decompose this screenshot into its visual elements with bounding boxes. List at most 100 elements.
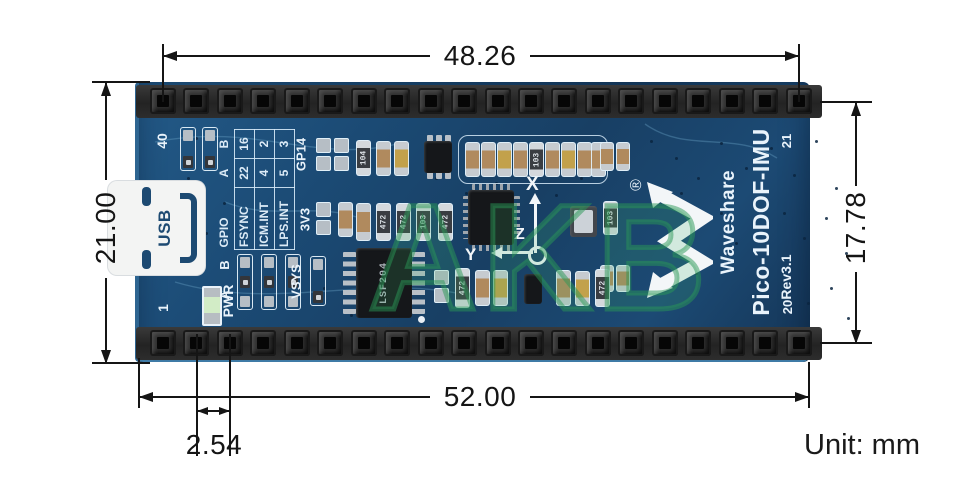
header-pin: [417, 330, 444, 356]
smd-resistor: 472: [595, 269, 610, 307]
extension-line: [798, 44, 800, 102]
header-pin: [718, 88, 745, 114]
revision-label: Rev3.1: [778, 254, 794, 300]
dim-arrow: [139, 392, 153, 402]
ic-pin: [445, 172, 451, 179]
header-pin: [551, 330, 578, 356]
header-pin: [584, 88, 611, 114]
via-dot: [465, 192, 468, 195]
via-dot: [830, 287, 833, 290]
smd-capacitor: [513, 142, 528, 177]
smd-pad: [316, 202, 331, 217]
via-dot: [350, 314, 353, 317]
via-dot: [650, 140, 653, 143]
gp14-label: GP14: [293, 137, 309, 172]
via-dot: [680, 192, 683, 195]
axis-y-label: Y: [465, 245, 477, 264]
table-cell: FSYNC: [234, 187, 255, 250]
power-led: [202, 286, 222, 326]
header-pin: [651, 330, 678, 356]
dim-line: [105, 82, 107, 180]
table-cell: 3: [274, 129, 295, 159]
axis-x-label: X: [526, 174, 539, 195]
smd-capacitor: [561, 142, 576, 177]
qfn-pins-right: [514, 196, 520, 239]
header-pin: [517, 88, 544, 114]
smd-resistor: 103: [603, 201, 618, 235]
usb-label: USB: [155, 209, 174, 247]
smd-pad: [434, 270, 449, 285]
smd-pad: [334, 156, 349, 171]
via-dot: [187, 177, 190, 180]
smd-resistor: 472: [396, 203, 411, 241]
dim-line: [139, 396, 430, 398]
ic-pin: [427, 135, 433, 142]
header-pin: [685, 330, 712, 356]
soic-pins-left: [343, 252, 356, 314]
smd-capacitor: [394, 141, 409, 176]
axis-y-arrowhead: [491, 247, 502, 259]
via-dot: [745, 167, 748, 170]
table-header-gpio: GPIO: [217, 217, 232, 248]
via-dot: [825, 217, 828, 220]
3v3-label: 3V3: [297, 207, 313, 232]
pin21-label: 21: [778, 133, 794, 149]
header-pin: [283, 88, 310, 114]
header-pin: [451, 88, 478, 114]
pin1-label: 1: [155, 304, 171, 312]
smd-pad: [334, 138, 349, 153]
extension-line: [820, 342, 872, 344]
usb-connector: USB: [108, 181, 205, 275]
via-dot: [675, 157, 678, 160]
header-pin: [384, 88, 411, 114]
via-dot: [835, 187, 838, 190]
header-pin: [283, 330, 310, 356]
table-cell: LPS.INT: [274, 187, 295, 250]
dim-arrow: [851, 102, 861, 116]
via-dot: [847, 317, 850, 320]
qfn-pins-top: [472, 184, 512, 190]
smd-resistor: 103: [529, 142, 544, 177]
dim-arrow: [785, 51, 799, 61]
jumper-b-label: B: [216, 260, 232, 270]
via-dot: [695, 272, 698, 275]
header-pin: [752, 88, 779, 114]
smd-pads: [202, 127, 218, 171]
usb-shell-slot: [142, 250, 151, 269]
header-pin: [350, 330, 377, 356]
extension-line: [808, 362, 810, 408]
via-dot: [697, 177, 700, 180]
axis-z-label: Z: [515, 226, 525, 243]
via-dot: [787, 277, 790, 280]
product-name: Pico-10DOF-IMU: [747, 128, 774, 316]
extension-line: [162, 44, 164, 102]
dim-line: [530, 396, 809, 398]
pin1-dot: [418, 316, 425, 323]
via-dot: [223, 202, 226, 205]
usb-shell-slot: [142, 187, 151, 206]
smd-capacitor: [481, 142, 496, 177]
registered-mark: ®: [628, 179, 645, 191]
solder-jumper: [237, 254, 253, 310]
solder-jumper: [261, 254, 277, 310]
barometer-chip-lid: [574, 210, 593, 233]
header-pin: [384, 330, 411, 356]
header-pin: [250, 88, 277, 114]
dim-right-height: 17.78: [840, 191, 871, 265]
via-dot: [807, 302, 810, 305]
header-pin: [250, 330, 277, 356]
waveshare-logo: [647, 180, 716, 300]
axis-y-arrow-line: [500, 251, 533, 254]
header-pin: [317, 330, 344, 356]
via-dot: [845, 252, 848, 255]
smd-capacitor: [616, 265, 630, 292]
header-pin: [551, 88, 578, 114]
smd-capacitor: [376, 141, 391, 176]
qfn-pins-left: [463, 196, 469, 239]
header-pin: [718, 330, 745, 356]
header-pin: [216, 88, 243, 114]
axis-x-arrow-line: [534, 200, 537, 253]
extension-line: [229, 334, 231, 456]
